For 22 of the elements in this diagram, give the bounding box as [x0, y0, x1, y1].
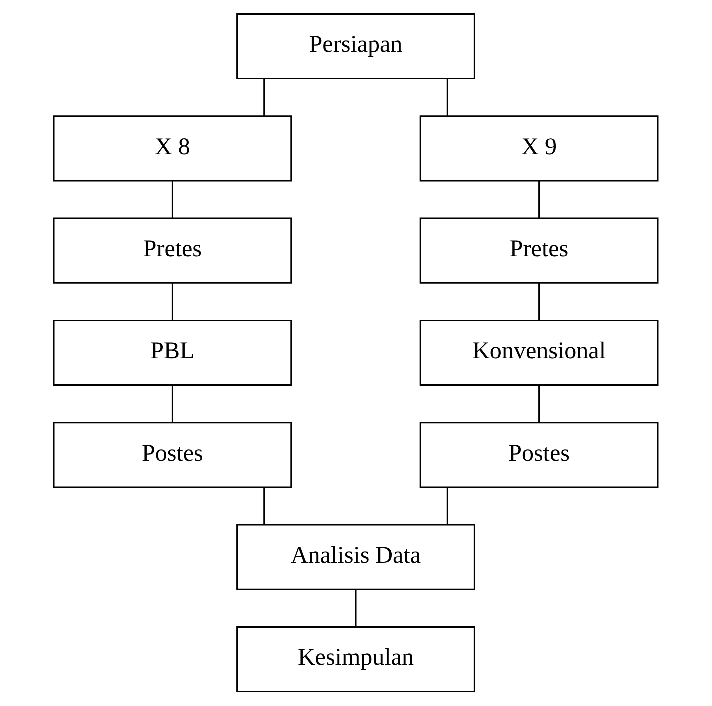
node-box: Pretes — [53, 218, 292, 284]
connector — [172, 385, 174, 423]
node-box: Pretes — [420, 218, 659, 284]
connector — [172, 283, 174, 321]
connector — [172, 181, 174, 218]
node-box: X 8 — [53, 116, 292, 182]
connector — [355, 590, 357, 628]
node-box: Postes — [53, 422, 292, 488]
node-box: Analisis Data — [236, 524, 476, 590]
node-box: X 9 — [420, 116, 659, 182]
node-box: PBL — [53, 320, 292, 386]
node-box: Postes — [420, 422, 659, 488]
connector — [538, 181, 540, 218]
connector — [538, 283, 540, 321]
node-box: Konvensional — [420, 320, 659, 386]
node-box: Persiapan — [236, 13, 476, 80]
connector — [264, 488, 266, 525]
connector — [446, 78, 448, 116]
connector — [446, 488, 448, 525]
node-box: Kesimpulan — [236, 626, 476, 693]
connector — [264, 78, 266, 116]
connector — [538, 385, 540, 423]
